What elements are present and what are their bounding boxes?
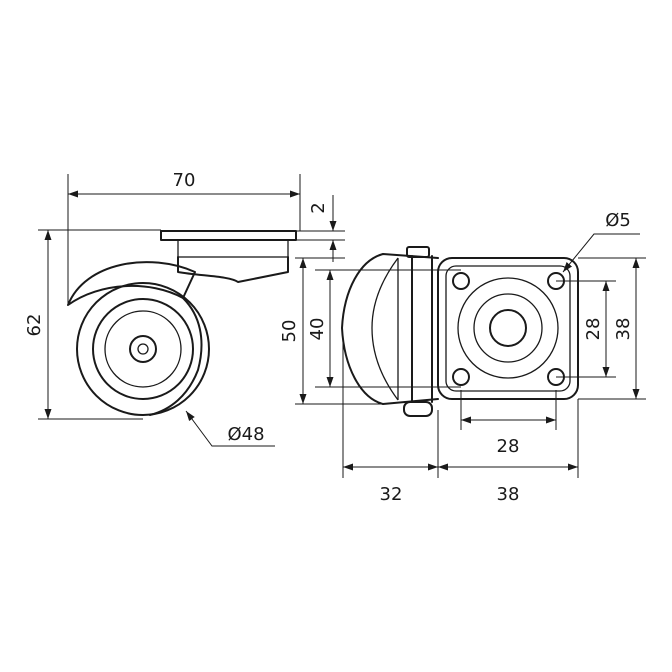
label-plate-thickness-2: 2 (308, 202, 329, 213)
swivel-ring-mid (473, 293, 543, 363)
label-height-62: 62 (24, 314, 45, 337)
wheel-outer (76, 282, 210, 416)
wheel-axle (137, 343, 149, 355)
top-view (341, 246, 579, 417)
bolt-hole-tl (452, 272, 470, 290)
label-plate-length-38-right: 38 (613, 318, 634, 341)
label-hole-spacing-40: 40 (307, 318, 328, 341)
label-hole-spacing-28-bottom: 28 (497, 436, 520, 457)
side-view (67, 230, 297, 416)
axle-cap-top (406, 246, 430, 258)
wheel-rim (92, 298, 194, 400)
label-plate-width-38-bottom: 38 (497, 484, 520, 505)
swivel-bearing (177, 239, 289, 258)
bolt-hole-bl (452, 368, 470, 386)
extension-lines (38, 174, 646, 478)
leader-diameter-5 (562, 233, 640, 273)
wheel-hub (129, 335, 157, 363)
label-height-50: 50 (279, 320, 300, 343)
mounting-plate-side (160, 230, 297, 241)
wheel-guard (67, 261, 196, 306)
fork-arm (149, 297, 203, 416)
label-offset-32: 32 (380, 484, 403, 505)
plate-inner-frame (445, 265, 571, 392)
label-bolt-hole-diameter: Ø5 (605, 210, 631, 231)
mounting-plate-top (437, 257, 579, 400)
dimension-labels: 70 2 62 Ø48 50 40 Ø5 28 38 28 32 38 (24, 170, 634, 505)
fork-swivel (177, 256, 289, 283)
wheel-hub-ring (104, 310, 182, 388)
wheel-tread-bottom (403, 401, 433, 417)
dimension-lines (44, 190, 640, 471)
housing-inner-curve (371, 257, 399, 401)
swivel-ring-inner (489, 309, 527, 347)
swivel-ring-outer (457, 277, 559, 379)
wheel-housing-top (341, 253, 439, 405)
label-wheel-diameter: Ø48 (227, 424, 264, 445)
label-width-70: 70 (173, 170, 196, 191)
label-hole-spacing-28-right: 28 (583, 318, 604, 341)
leader-diameter-48 (185, 410, 275, 447)
